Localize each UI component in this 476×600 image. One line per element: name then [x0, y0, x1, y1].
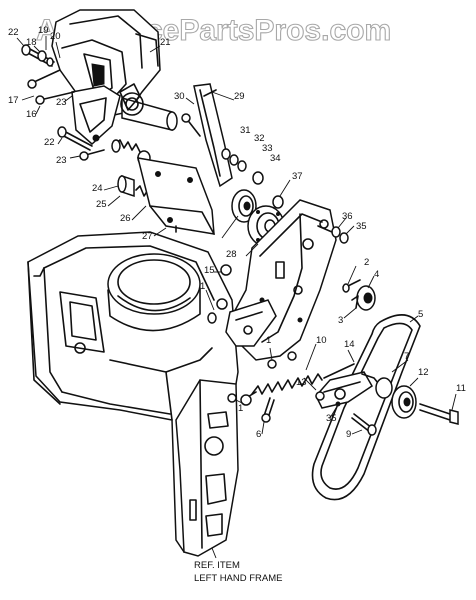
callout-label: 18 — [26, 37, 37, 48]
callout-label: 23 — [56, 97, 67, 108]
callout-label: 24 — [92, 183, 103, 194]
idler-gear — [342, 279, 376, 311]
callout-label: 2 — [364, 257, 370, 268]
callout-label: 1 — [266, 335, 272, 346]
caption-line-ref-item: REF. ITEM — [194, 560, 240, 571]
callout-label: 30 — [174, 91, 185, 102]
callout-label: 26 — [120, 213, 131, 224]
callout-label: 28 — [226, 249, 237, 260]
callout-label: 7 — [404, 351, 410, 362]
arm-bracket — [181, 83, 233, 188]
callout-label: 15 — [204, 265, 215, 276]
callout-label: 25 — [96, 199, 107, 210]
callout-label: 32 — [254, 133, 265, 144]
callout-label: 13 — [296, 377, 307, 388]
callout-label: 19 — [38, 25, 49, 36]
callout-label: 1 — [238, 403, 244, 414]
callout-label: 10 — [316, 335, 327, 346]
callout-label: 37 — [292, 171, 303, 182]
callout-label: 17 — [8, 95, 19, 106]
callout-label: 20 — [50, 31, 61, 42]
nut-pair — [317, 225, 349, 244]
leader-lines — [16, 36, 457, 435]
spring-stack — [111, 139, 161, 207]
callout-label: 5 — [418, 309, 424, 320]
callout-label: 22 — [8, 27, 19, 38]
callout-label: 27 — [142, 231, 153, 242]
gearbox-housing — [51, 9, 178, 146]
callout-label: 35 — [326, 413, 337, 424]
callout-label: 22 — [44, 137, 55, 148]
callout-label: 14 — [344, 339, 355, 350]
callout-label: 16 — [26, 109, 37, 120]
pivot-bolt — [315, 391, 377, 436]
mounting-bracket — [136, 157, 215, 235]
callout-label: 4 — [374, 269, 380, 280]
callout-label: 9 — [346, 429, 352, 440]
callout-label: 6 — [256, 429, 262, 440]
reference-caption: REF. ITEM LEFT HAND FRAME — [194, 560, 283, 586]
callout-label: 11 — [456, 383, 466, 394]
callout-label: 1 — [200, 281, 206, 292]
callout-label: 33 — [262, 143, 273, 154]
washer-stack — [221, 148, 284, 209]
tension-spring — [240, 363, 355, 406]
callout-label: 3 — [338, 315, 344, 326]
callout-label: 35 — [356, 221, 367, 232]
callout-label: 23 — [56, 155, 67, 166]
pulley-hub — [231, 189, 257, 223]
caption-line-frame-name: LEFT HAND FRAME — [194, 572, 283, 584]
callout-label: 29 — [234, 91, 245, 102]
idler-pulley — [375, 377, 459, 425]
left-hand-frame — [27, 231, 239, 559]
bolt-six — [227, 393, 275, 423]
callout-label: 31 — [240, 125, 251, 136]
mounting-plate — [207, 199, 337, 369]
callout-label: 34 — [270, 153, 281, 164]
callout-label: 36 — [342, 211, 353, 222]
callout-label: 21 — [160, 37, 171, 48]
bolt-assembly-top-left — [21, 44, 75, 105]
callout-label: 12 — [418, 367, 429, 378]
